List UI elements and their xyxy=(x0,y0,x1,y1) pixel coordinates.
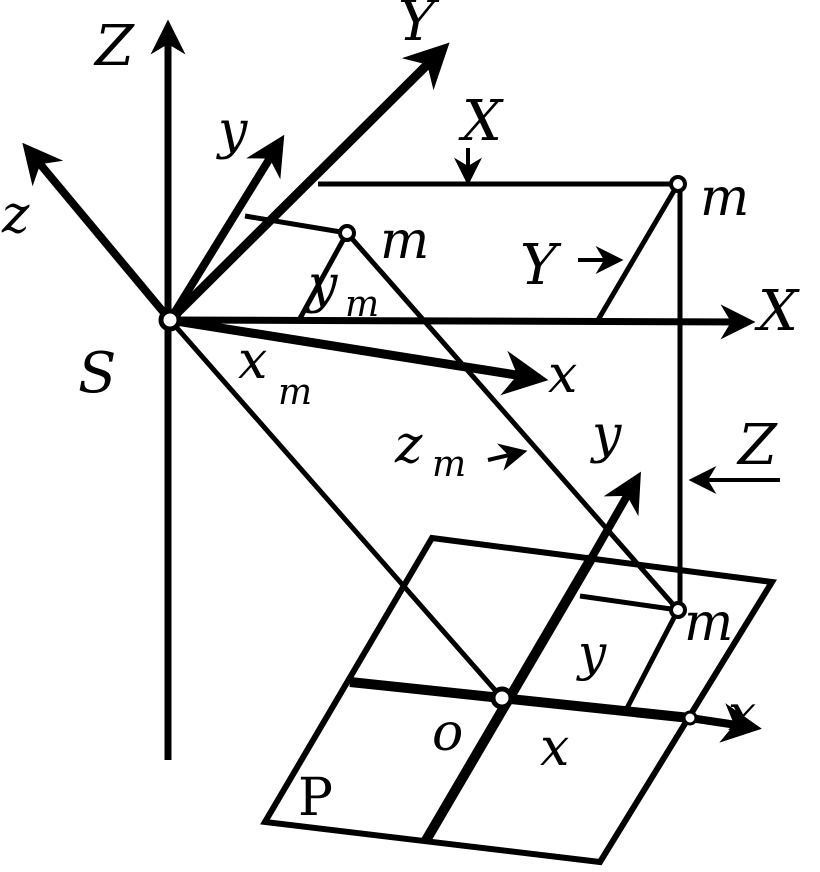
label-X-proj: X xyxy=(458,89,504,154)
label-P: P xyxy=(298,768,333,828)
point-m-top xyxy=(669,175,687,193)
label-m-plane: m xyxy=(684,593,733,653)
label-Y-proj: Y xyxy=(520,233,562,298)
local-x-axis-line xyxy=(169,315,549,396)
zm-arrow xyxy=(487,443,528,471)
Y-axis-line xyxy=(166,42,450,324)
point-x-on-plane xyxy=(682,710,698,726)
ray-S-to-o xyxy=(168,318,504,700)
label-local-x: x xyxy=(548,345,577,405)
label-m-top: m xyxy=(700,168,749,228)
label-y-m: y xyxy=(306,255,338,315)
plane-x-arrow xyxy=(689,703,762,743)
plane-grid-y xyxy=(622,608,681,714)
mid-rect-top xyxy=(244,213,348,236)
label-y-m-sub: m xyxy=(345,284,379,325)
label-x-m: x xyxy=(238,331,267,391)
plane-grid-x xyxy=(579,593,679,613)
local-y-axis-line xyxy=(166,134,285,323)
label-X-axis: X xyxy=(754,279,800,344)
label-Y-axis: Y xyxy=(398,0,440,54)
point-S xyxy=(158,308,182,332)
label-x-plane: x xyxy=(540,718,569,778)
label-Z-proj: Z xyxy=(736,413,778,478)
point-m-mid xyxy=(338,224,356,242)
label-S: S xyxy=(78,341,116,406)
ray-m-to-image xyxy=(345,231,680,612)
label-local-y: y xyxy=(216,101,248,161)
label-o: o xyxy=(432,703,463,763)
X-axis-line xyxy=(169,304,756,340)
point-m-plane xyxy=(669,601,687,619)
label-y-plane: y xyxy=(576,624,607,682)
label-z-m: z xyxy=(394,415,423,475)
plane-x-line xyxy=(349,677,691,723)
top-rect-right xyxy=(595,182,681,322)
image-plane-P xyxy=(260,534,777,866)
label-local-z: z xyxy=(1,185,30,245)
label-Z-axis: Z xyxy=(93,14,135,79)
mid-rect-left xyxy=(295,231,350,324)
label-y-image: y xyxy=(590,405,622,465)
plane-y-arrow xyxy=(588,471,641,559)
point-o xyxy=(490,686,514,710)
label-m-mid: m xyxy=(380,211,429,271)
label-x-m-sub: m xyxy=(278,372,312,413)
local-z-axis-line xyxy=(22,142,174,323)
label-x-plane-axis: x xyxy=(728,684,756,742)
label-z-m-sub: m xyxy=(432,444,466,485)
